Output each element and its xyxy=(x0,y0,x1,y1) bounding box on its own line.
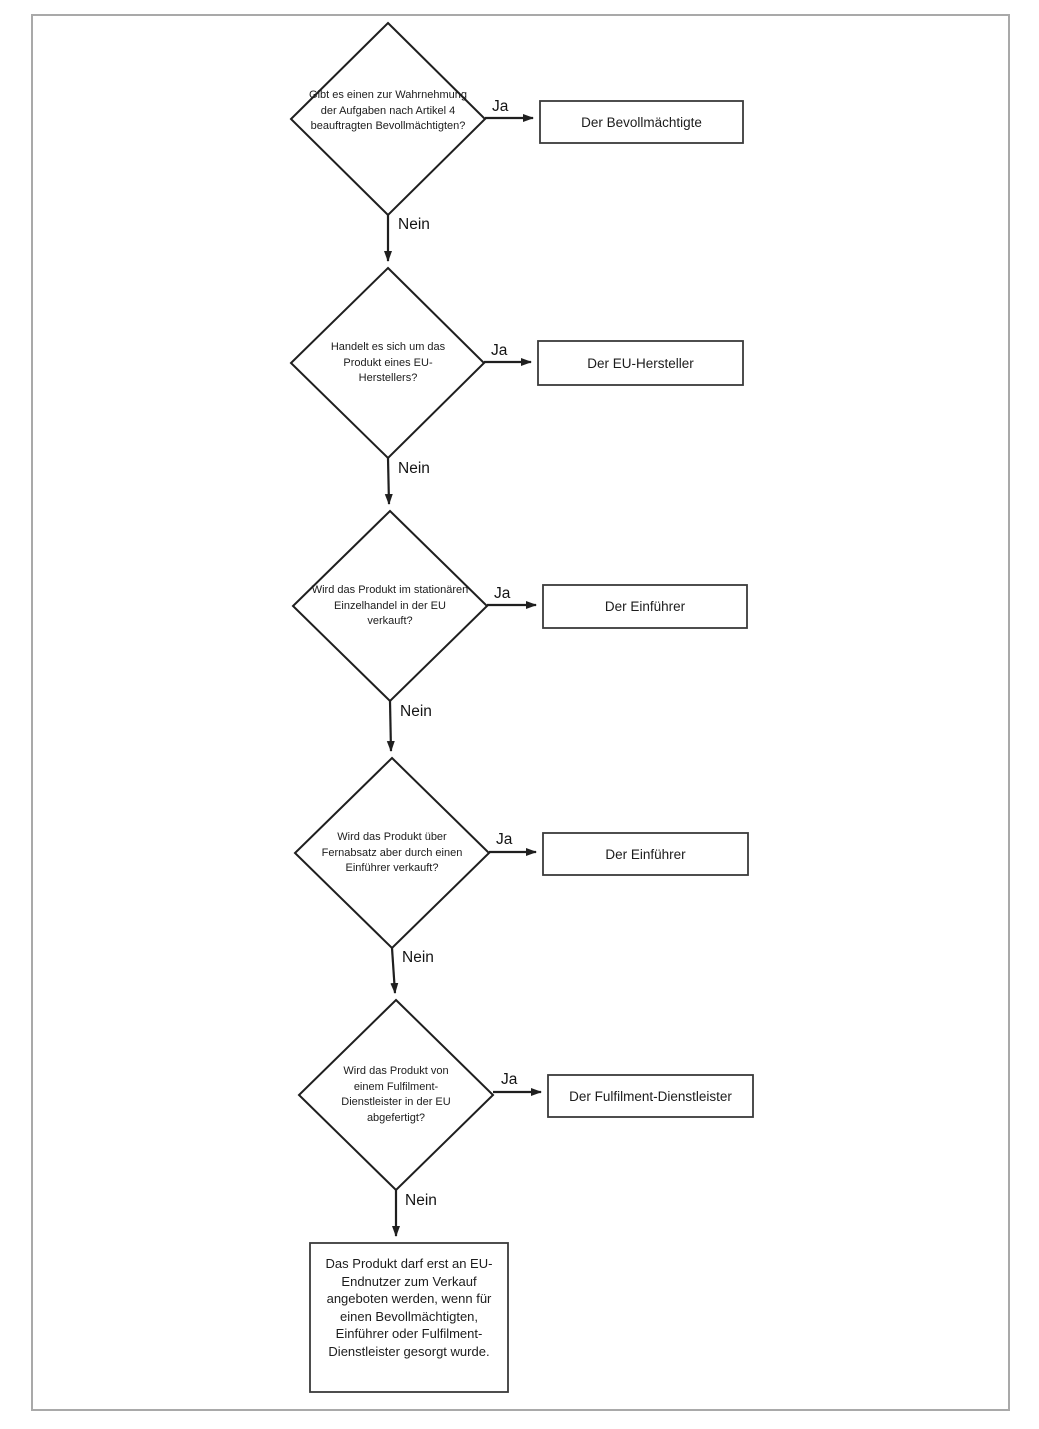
nein-label-1: Nein xyxy=(398,216,430,233)
nein-label-3: Nein xyxy=(400,703,432,720)
decision-question-1: Gibt es einen zur Wahrnehmung der Aufgab… xyxy=(309,89,467,132)
ja-label-1: Ja xyxy=(492,98,509,115)
result-label-3: Der Einführer xyxy=(604,599,686,614)
ja-label-5: Ja xyxy=(501,1071,518,1088)
nein-label-4: Nein xyxy=(402,949,434,966)
decision-question-3: Wird das Produkt im stationären Einzelha… xyxy=(311,584,469,627)
final-statement: Das Produkt darf erst an EU-Endnutzer zu… xyxy=(325,1256,493,1359)
result-box-5 xyxy=(547,1074,754,1118)
ja-label-2: Ja xyxy=(491,342,508,359)
decision-question-4: Wird das Produkt über Fernabsatz aber du… xyxy=(321,831,463,874)
nein-arrow-2 xyxy=(384,457,393,505)
ja-label-4: Ja xyxy=(496,831,513,848)
page-border xyxy=(31,14,1010,1411)
result-label-5: Der Fulfilment-Dienstleister xyxy=(569,1088,732,1104)
decision-question-5: Wird das Produkt von einem Fulfilment-Di… xyxy=(341,1065,451,1124)
result-label-1: Der Bevollmächtigte xyxy=(581,114,702,130)
nein-label-5: Nein xyxy=(405,1192,437,1209)
result-label-2: Der EU-Hersteller xyxy=(587,355,694,371)
result-box-3 xyxy=(542,584,748,629)
result-box-4 xyxy=(542,832,749,876)
nein-arrow-3 xyxy=(386,700,395,752)
result-box-2 xyxy=(537,340,744,386)
nein-arrow-4 xyxy=(390,947,399,994)
decision-question-2: Handelt es sich um das Produkt eines EU-… xyxy=(330,341,446,384)
nein-label-2: Nein xyxy=(398,460,430,477)
result-label-4: Der Einführer xyxy=(605,846,686,862)
result-box-1 xyxy=(539,100,744,144)
final-box xyxy=(309,1242,509,1393)
ja-label-3: Ja xyxy=(494,585,511,602)
